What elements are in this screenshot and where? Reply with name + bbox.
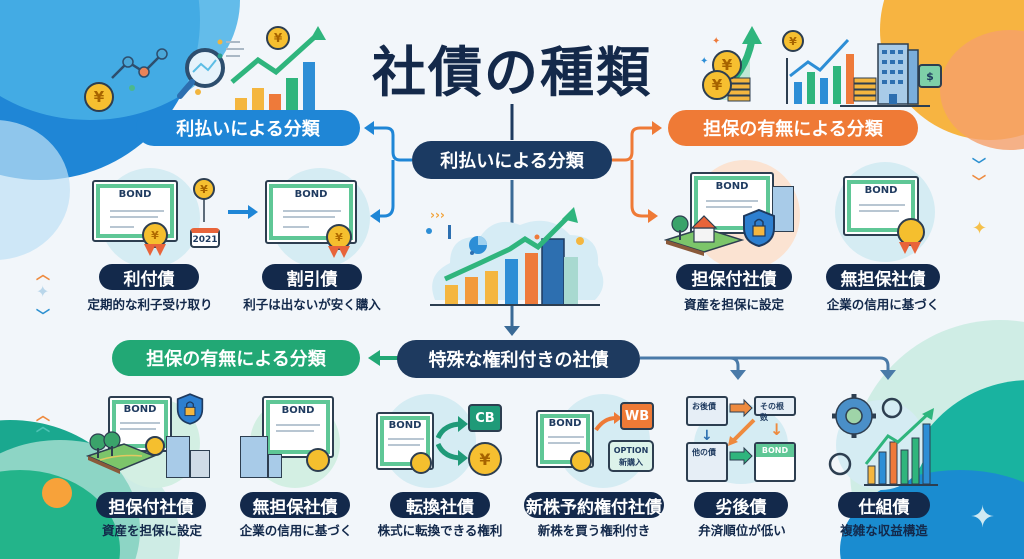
medal-icon: ¥ <box>142 222 168 248</box>
item-title: 劣後債 <box>694 492 788 518</box>
item-title: 担保付社債 <box>676 264 792 290</box>
item-desc: 企業の信用に基づく <box>826 297 940 312</box>
bond-certificate-icon: BOND <box>265 180 357 244</box>
calendar-icon: 2021 <box>190 228 220 248</box>
item-desc: 新株を買う権利付き <box>537 523 651 538</box>
page-title: 社債の種類 <box>372 41 652 104</box>
down-arrow-icon: ↓ <box>770 420 784 439</box>
cb-tag: CB <box>468 404 502 432</box>
sparkle-icon: ✦ <box>972 218 988 239</box>
svg-text:›››: ››› <box>430 208 445 222</box>
shield-lock-icon <box>176 393 204 425</box>
bond-certificate-icon: BOND <box>843 176 919 236</box>
building-icon <box>240 436 268 478</box>
header-interest-classification: 利払いによる分類 <box>136 110 360 146</box>
yen-coin-icon: ¥ <box>266 26 290 50</box>
yen-coin-icon: ¥ <box>193 178 215 200</box>
wb-tag: WB <box>620 402 654 430</box>
flow-arrows-icon <box>728 398 756 466</box>
chevron-up-icon: ︿ <box>36 419 50 435</box>
item-title: 無担保社債 <box>240 492 350 518</box>
sparkle-icon: ✦ <box>36 282 50 301</box>
item-desc: 企業の信用に基づく <box>239 523 353 538</box>
item-desc: 複雑な収益構造 <box>840 523 928 538</box>
bond-certificate-icon: BOND <box>262 396 334 458</box>
flow-box-2: その根数 <box>754 396 796 422</box>
dollar-bill-icon: $ <box>918 64 942 88</box>
medal-icon <box>306 448 330 472</box>
house-land-icon <box>664 215 744 256</box>
item-title: 転換社債 <box>390 492 490 518</box>
land-trees-icon <box>86 431 156 474</box>
chevron-down-icon: ﹀ <box>972 175 986 191</box>
option-bubble: OPTION 新購入 <box>608 440 654 472</box>
building-icon <box>772 186 794 232</box>
chevron-down-icon: ﹀ <box>972 158 986 174</box>
medal-icon <box>145 436 165 456</box>
building-icon <box>268 454 282 478</box>
medal-icon <box>410 452 432 474</box>
flow-box-1: お後債 <box>686 396 728 426</box>
building-icon <box>166 436 190 478</box>
gears-chart-icon <box>828 394 938 486</box>
item-desc: 資産を担保に設定 <box>683 297 784 312</box>
yen-coin-icon: ¥ <box>782 30 804 52</box>
center-hub: 利払いによる分類 <box>412 141 612 179</box>
item-title: 仕組債 <box>838 492 930 518</box>
yen-coin-icon: ¥ <box>468 442 502 476</box>
factory-icon <box>190 450 210 478</box>
item-desc: 資産を担保に設定 <box>101 523 202 538</box>
bond-certificate-icon: BOND <box>376 412 434 470</box>
chevron-down-icon: ﹀ <box>36 309 50 325</box>
yen-coin-icon: ¥ <box>702 70 732 100</box>
item-title: 利付債 <box>99 264 199 290</box>
sparkle-icon: ✦ <box>970 500 996 535</box>
header-collateral-top: 担保の有無による分類 <box>668 110 918 146</box>
header-collateral-bottom: 担保の有無による分類 <box>112 340 360 376</box>
chevron-up-icon: ︿ <box>36 267 50 283</box>
header-special-rights: 特殊な権利付きの社債 <box>397 340 640 378</box>
svg-text:✦: ✦ <box>712 36 720 47</box>
item-title: 無担保社債 <box>826 264 940 290</box>
convert-arrows-icon <box>436 416 468 466</box>
item-desc: 弁済順位が低い <box>698 523 786 538</box>
item-title: 担保付社債 <box>96 492 206 518</box>
item-title: 割引債 <box>262 264 362 290</box>
chevron-up-icon: ︿ <box>36 408 50 424</box>
medal-icon <box>570 450 592 472</box>
item-title: 新株予約権付社債 <box>524 492 664 518</box>
down-arrow-icon: ↓ <box>701 428 713 444</box>
bond-box: BOND <box>754 442 796 482</box>
bg-sun-circle <box>42 478 72 508</box>
shield-lock-icon <box>743 208 775 248</box>
yen-coin-icon: ¥ <box>84 82 114 112</box>
flow-box-3: 他の債 <box>686 442 728 482</box>
item-desc: 定期的な利子受け取り <box>87 297 213 312</box>
item-desc: 株式に転換できる権利 <box>377 523 503 538</box>
svg-text:✦: ✦ <box>700 56 708 67</box>
arrow-icon <box>594 412 622 432</box>
medal-icon: ¥ <box>326 224 352 250</box>
item-desc: 利子は出ないが安く購入 <box>243 297 381 312</box>
